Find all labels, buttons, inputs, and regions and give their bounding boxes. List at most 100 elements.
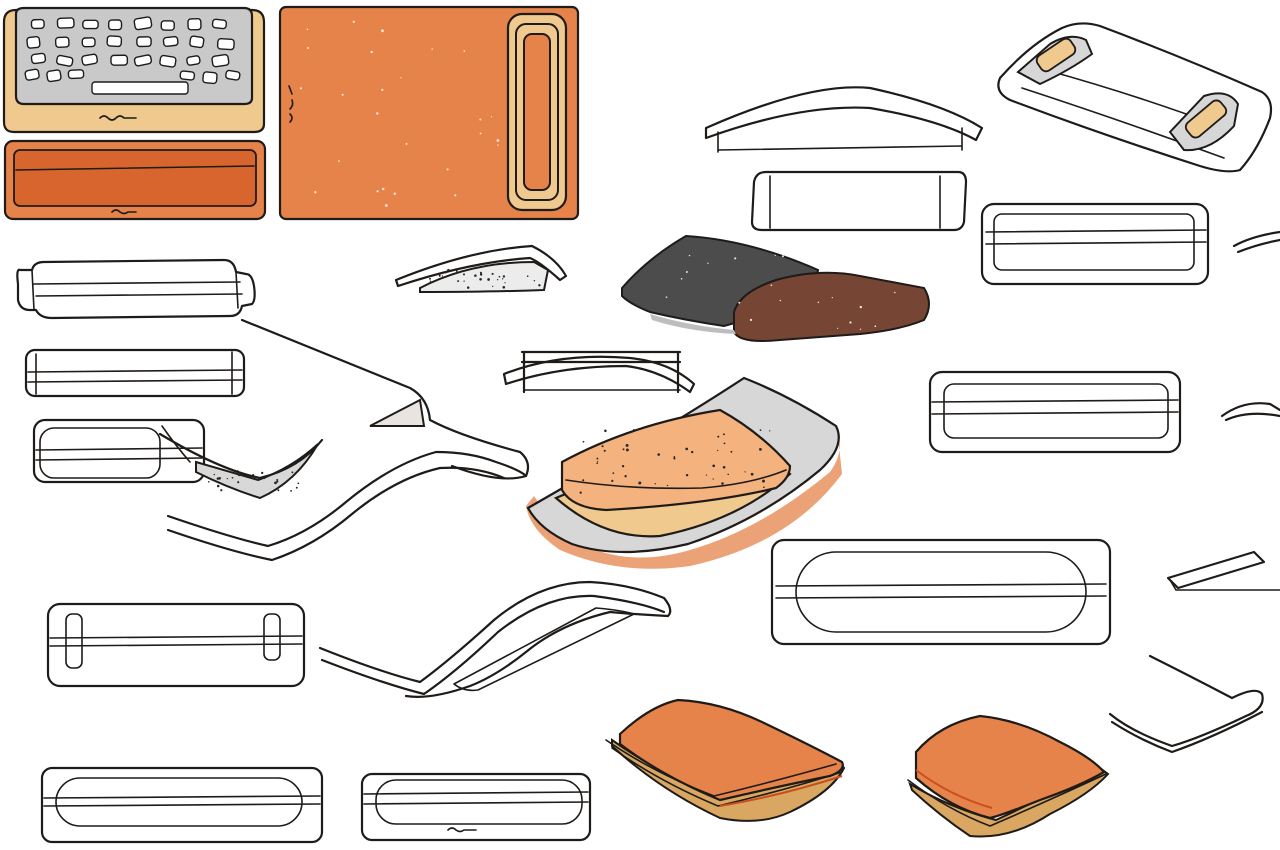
speck (314, 191, 317, 194)
speck (625, 448, 629, 452)
key (108, 19, 123, 31)
speck (582, 440, 585, 443)
speck (220, 489, 223, 492)
key (54, 36, 70, 48)
speck (717, 435, 720, 438)
capsule-handle-sketch (770, 538, 1112, 646)
speck (621, 465, 625, 468)
speck (231, 476, 234, 479)
speck (479, 271, 482, 274)
keyboard-sleeve-sketch (2, 6, 266, 134)
folded-strip-right (1108, 654, 1264, 754)
speck (496, 279, 499, 281)
speck (582, 479, 585, 482)
speck (688, 254, 691, 257)
speck (601, 445, 604, 448)
speck (526, 275, 529, 278)
speck (381, 88, 384, 91)
speck (295, 486, 298, 489)
speck (237, 473, 241, 477)
key (46, 69, 62, 83)
speck (502, 275, 506, 278)
speck (463, 50, 466, 52)
curved-rest-sketch (158, 318, 530, 562)
speck (774, 254, 776, 256)
handle-block-sketch (750, 170, 968, 232)
speck (479, 277, 482, 281)
stand-icon (318, 580, 672, 698)
speck (207, 480, 210, 483)
speck (533, 279, 536, 282)
speck (612, 472, 615, 474)
speck (665, 296, 668, 299)
speck (680, 278, 683, 280)
speck (216, 484, 220, 488)
speck (435, 273, 438, 276)
speck (297, 482, 300, 485)
speck (338, 160, 340, 162)
bottom-pill-left (40, 766, 324, 844)
speck (429, 280, 432, 282)
speck (717, 449, 719, 452)
orange-pad-sketch (278, 5, 580, 221)
speck (781, 255, 784, 258)
speck (622, 448, 625, 451)
key (187, 18, 202, 31)
pill-bar-lower (32, 418, 206, 484)
speck (497, 144, 499, 146)
speck (712, 478, 714, 480)
speck (654, 483, 656, 485)
small-ramp-right (1166, 550, 1280, 591)
speck (744, 471, 746, 473)
speck (444, 271, 447, 274)
speck (276, 480, 279, 483)
key (160, 20, 175, 31)
key (81, 53, 98, 66)
speck (769, 430, 771, 432)
key (211, 53, 230, 68)
speck (750, 472, 754, 476)
tablet-sleeve-sketch (621, 234, 930, 342)
speck (849, 321, 852, 324)
speck (738, 301, 741, 304)
speck (685, 271, 688, 273)
speck (463, 280, 465, 282)
tent-stand-sketch (394, 244, 568, 294)
key (30, 18, 45, 30)
folded-wallet-right (907, 714, 1110, 838)
speck (673, 456, 676, 458)
speck (376, 190, 379, 193)
speck (504, 282, 506, 284)
speck (218, 476, 221, 480)
key (202, 71, 218, 85)
arched-stand-sketch (704, 86, 984, 153)
speck (492, 285, 494, 288)
sleeve-specks (665, 254, 896, 330)
speck (457, 280, 460, 283)
edge-fragment-mid (1220, 402, 1280, 422)
speck (759, 429, 762, 431)
speck (455, 270, 458, 272)
speck (466, 286, 470, 289)
speck (291, 471, 294, 474)
speck (638, 481, 642, 485)
speck (723, 442, 726, 445)
crossed-stand-sketch (502, 350, 696, 394)
speck (770, 284, 773, 287)
key (159, 54, 177, 68)
speck (376, 112, 379, 115)
speck (439, 275, 441, 277)
speck (454, 194, 457, 197)
key (81, 37, 96, 48)
speck (474, 274, 477, 277)
speck (538, 284, 541, 287)
pill-bar-middle (24, 348, 246, 398)
bottom-pill-middle (360, 772, 592, 842)
space-bar (91, 81, 189, 95)
speck (579, 491, 582, 494)
speck (381, 29, 384, 33)
speck (685, 473, 689, 477)
layered-pad-sketch (526, 376, 842, 569)
speck (341, 93, 344, 96)
